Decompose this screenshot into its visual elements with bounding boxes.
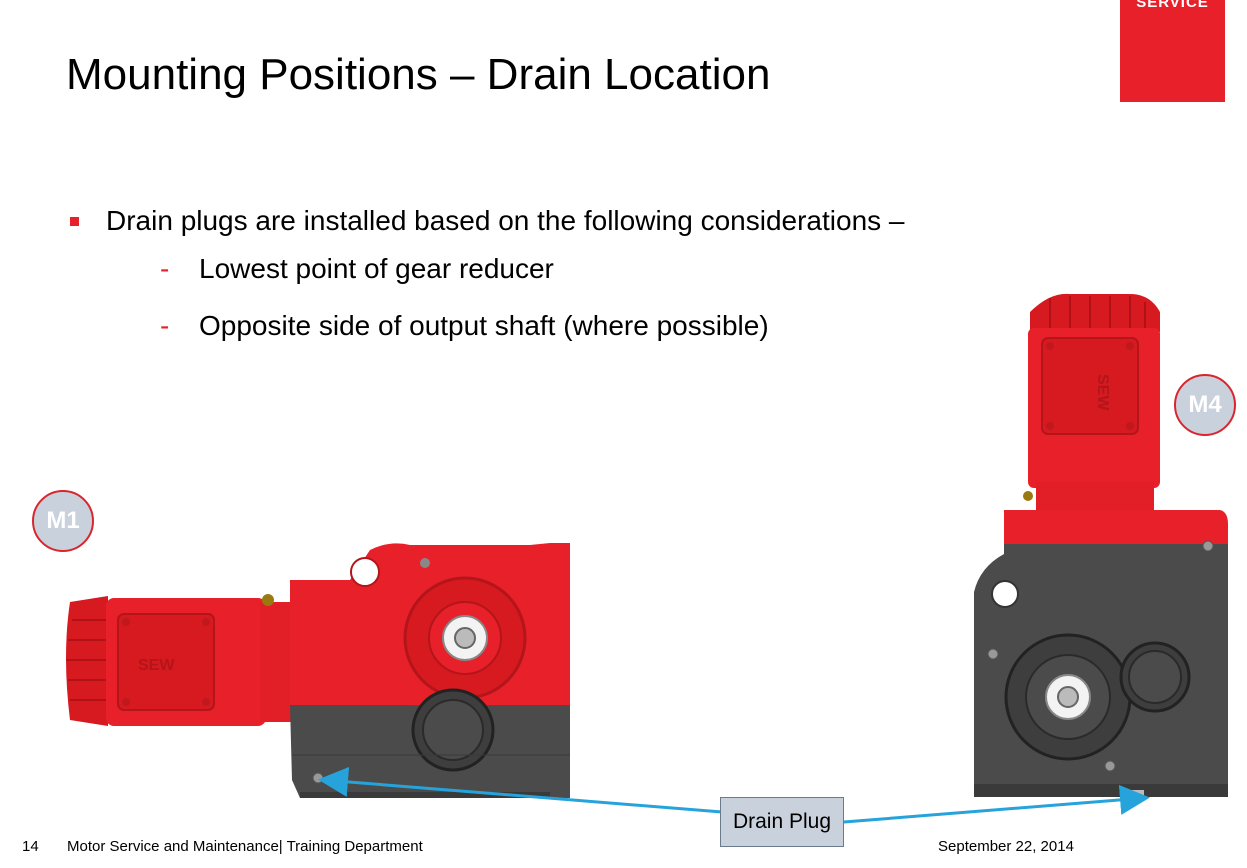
subitem-marker: - (160, 253, 170, 284)
gearmotor-m4-image: SEW (974, 293, 1228, 797)
subitem-opposite-side: Opposite side of output shaft (where pos… (199, 310, 769, 341)
footer-course: Motor Service and Maintenance| Training … (67, 838, 423, 855)
logo-text: SERVICE (1136, 0, 1209, 11)
gearmotor-m1-image: SEW (66, 543, 570, 798)
subitem-lowest-point: Lowest point of gear reducer (199, 253, 554, 284)
page-title: Mounting Positions – Drain Location (66, 50, 771, 99)
arrow-to-m1-drain (318, 766, 723, 814)
bullet-marker (70, 217, 79, 226)
bullet-text: Drain plugs are installed based on the f… (106, 205, 905, 236)
arrow-to-m4-drain (843, 784, 1150, 824)
badge-m1: M1 (32, 490, 94, 552)
drain-plug-callout: Drain Plug (720, 797, 844, 847)
motor-brand-m4: SEW (1094, 374, 1111, 411)
badge-m4: M4 (1174, 374, 1236, 436)
page-number: 14 (22, 838, 39, 855)
motor-brand-m1: SEW (138, 657, 175, 674)
service-logo: SERVICE (1120, 0, 1225, 102)
subitem-marker: - (160, 310, 170, 341)
footer-date: September 22, 2014 (938, 838, 1074, 855)
